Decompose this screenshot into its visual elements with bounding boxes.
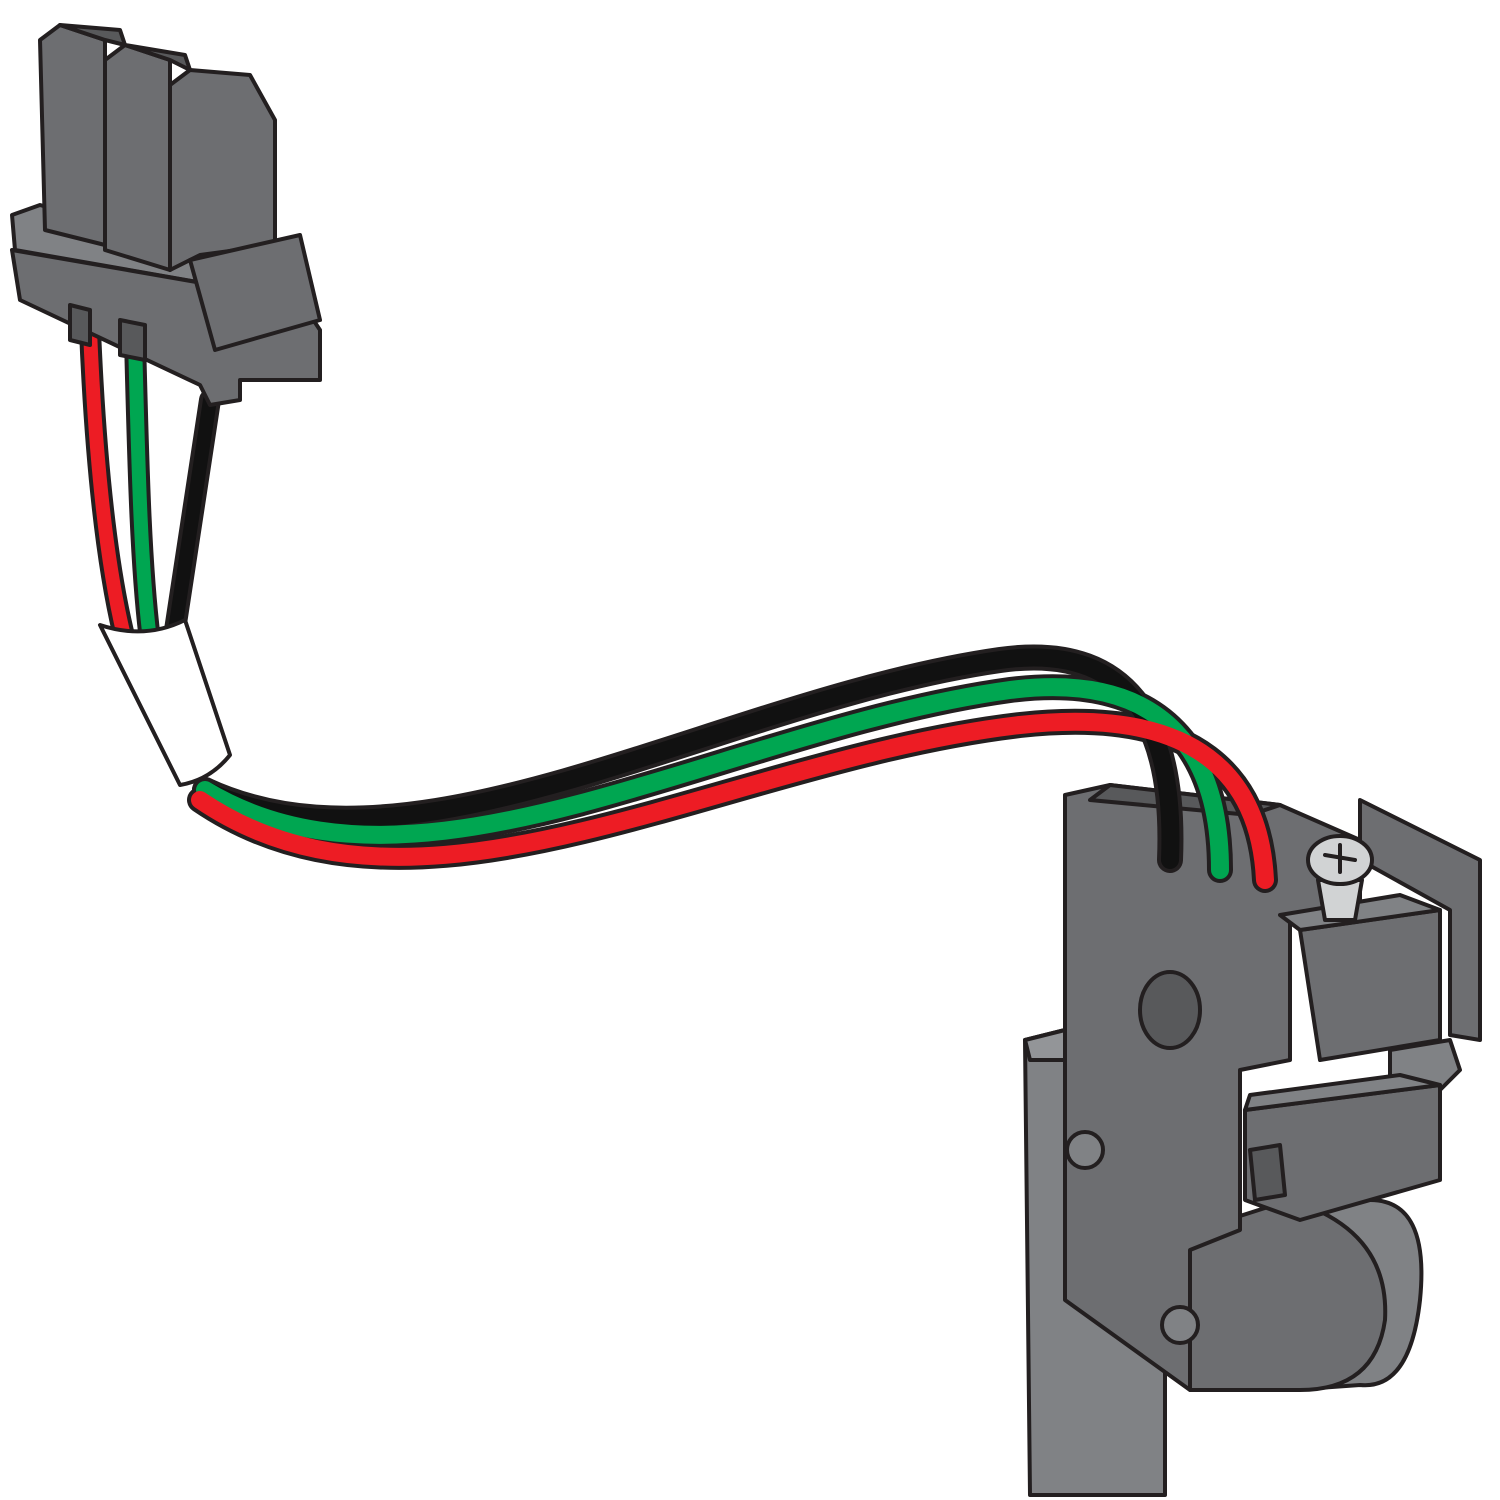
wire-bundle	[187, 644, 1278, 893]
wire-red-upper	[83, 323, 132, 647]
cable-sleeve	[98, 618, 232, 787]
module-hole	[1138, 970, 1202, 1050]
wire-green-upper	[128, 333, 157, 647]
side-tab	[1278, 798, 1482, 1092]
latch-block	[1243, 1073, 1442, 1222]
wire-red	[191, 712, 1274, 889]
wire-black-upper	[168, 393, 217, 637]
connector	[10, 23, 322, 407]
drum	[1163, 1198, 1424, 1392]
screw-icon	[1306, 834, 1374, 922]
pin-lower	[1160, 1305, 1200, 1345]
pin-upper	[1065, 1130, 1105, 1170]
wire-bundle-upper	[79, 319, 221, 651]
